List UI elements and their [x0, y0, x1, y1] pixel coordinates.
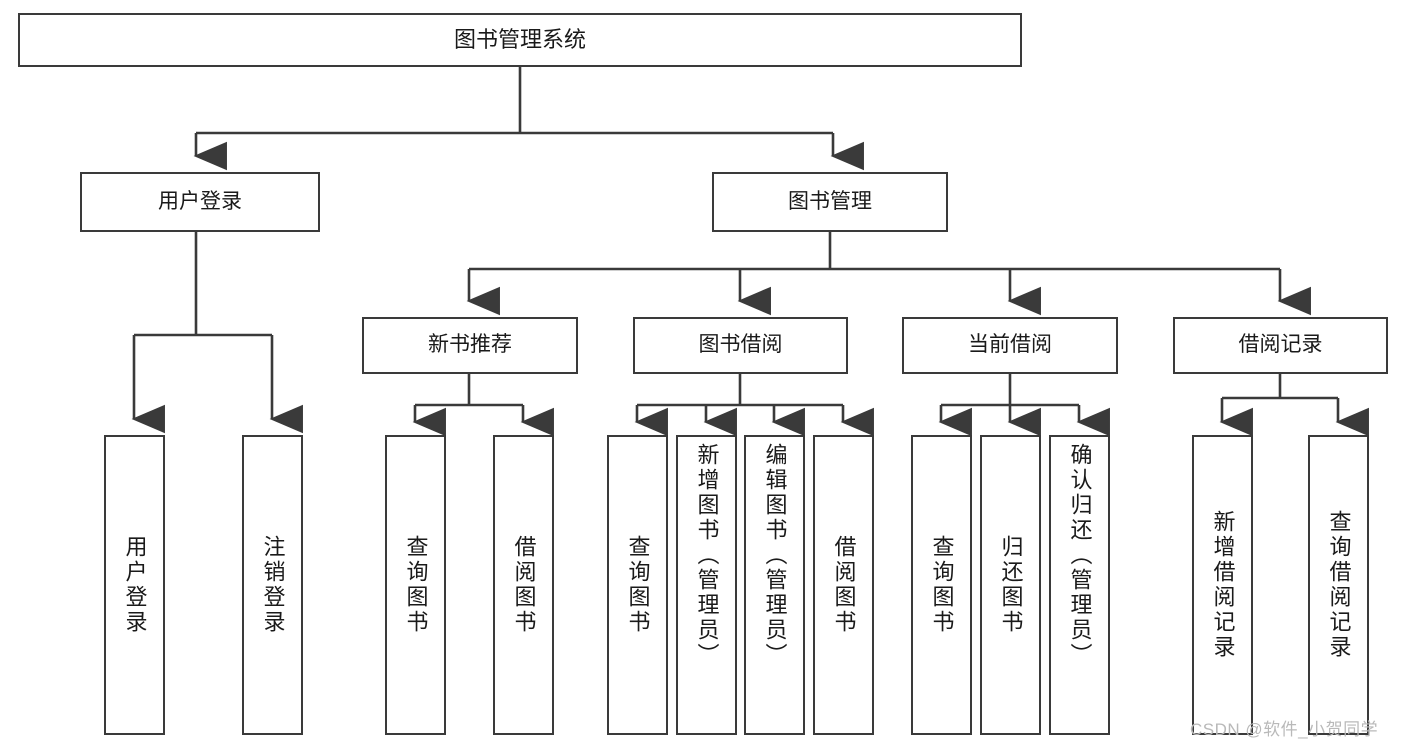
node-current-borrow[interactable]: 当前借阅 [902, 317, 1118, 374]
node-leaf-logout-login-label: 注销登录 [260, 535, 286, 635]
node-leaf-return-book[interactable]: 归还图书 [980, 435, 1041, 735]
node-root[interactable]: 图书管理系统 [18, 13, 1022, 67]
node-book-manage-label: 图书管理 [788, 189, 872, 213]
node-leaf-borrow-book-2-label: 借阅图书 [831, 535, 857, 635]
node-leaf-query-book-3[interactable]: 查询图书 [911, 435, 972, 735]
node-leaf-query-borrow-record[interactable]: 查询借阅记录 [1308, 435, 1369, 735]
node-new-book-recommend-label: 新书推荐 [428, 333, 512, 357]
node-borrow-record-label: 借阅记录 [1238, 333, 1323, 357]
node-leaf-confirm-return-admin[interactable]: 确认归还（管理员） [1049, 435, 1110, 735]
node-leaf-return-book-label: 归还图书 [998, 535, 1024, 635]
node-user-login[interactable]: 用户登录 [80, 172, 320, 232]
node-borrow-record[interactable]: 借阅记录 [1173, 317, 1388, 374]
node-book-manage[interactable]: 图书管理 [712, 172, 948, 232]
node-leaf-logout-login[interactable]: 注销登录 [242, 435, 303, 735]
watermark-text: CSDN @软件_小贺同学 [1190, 720, 1379, 739]
node-leaf-add-borrow-record-label: 新增借阅记录 [1210, 510, 1236, 660]
node-leaf-borrow-book-2[interactable]: 借阅图书 [813, 435, 874, 735]
node-new-book-recommend[interactable]: 新书推荐 [362, 317, 578, 374]
node-leaf-query-book-1-label: 查询图书 [403, 535, 429, 635]
node-leaf-borrow-book-1[interactable]: 借阅图书 [493, 435, 554, 735]
node-leaf-confirm-return-admin-label: 确认归还（管理员） [1067, 443, 1093, 668]
node-leaf-edit-book-admin[interactable]: 编辑图书（管理员） [744, 435, 805, 735]
node-leaf-add-book-admin-label: 新增图书（管理员） [694, 443, 720, 668]
node-leaf-query-book-3-label: 查询图书 [929, 535, 955, 635]
node-leaf-query-borrow-record-label: 查询借阅记录 [1326, 510, 1352, 660]
node-leaf-edit-book-admin-label: 编辑图书（管理员） [762, 443, 788, 668]
node-current-borrow-label: 当前借阅 [968, 333, 1052, 357]
node-root-label: 图书管理系统 [453, 27, 586, 53]
node-leaf-query-book-2-label: 查询图书 [625, 535, 651, 635]
node-book-borrow[interactable]: 图书借阅 [633, 317, 848, 374]
node-leaf-user-login-label: 用户登录 [122, 535, 148, 635]
node-user-login-label: 用户登录 [158, 189, 242, 213]
node-leaf-user-login[interactable]: 用户登录 [104, 435, 165, 735]
node-leaf-borrow-book-1-label: 借阅图书 [511, 535, 537, 635]
node-leaf-query-book-1[interactable]: 查询图书 [385, 435, 446, 735]
node-leaf-add-borrow-record[interactable]: 新增借阅记录 [1192, 435, 1253, 735]
node-leaf-query-book-2[interactable]: 查询图书 [607, 435, 668, 735]
node-book-borrow-label: 图书借阅 [698, 333, 783, 357]
node-leaf-add-book-admin[interactable]: 新增图书（管理员） [676, 435, 737, 735]
